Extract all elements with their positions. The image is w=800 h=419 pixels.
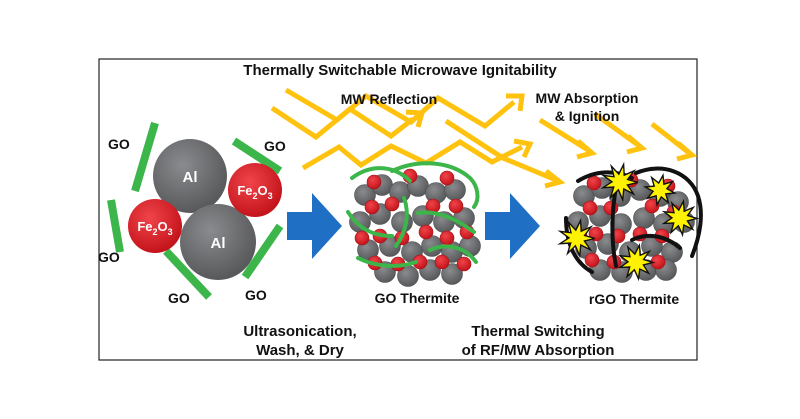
microwave-arrow-icon xyxy=(284,87,516,130)
go-thermite-label: GO Thermite xyxy=(375,290,460,306)
precursor-mixture: Al Al Fe2O3 Fe2O3 GO GO GO GO GO xyxy=(98,121,286,306)
go-sheet xyxy=(131,121,159,193)
step2-caption-line2: of RF/MW Absorption xyxy=(462,342,615,359)
al-particle xyxy=(391,211,413,233)
ignition-spark-icon xyxy=(600,161,639,203)
fe2o3-particle xyxy=(586,175,602,191)
fe2o3-particle xyxy=(354,230,370,246)
fe2o3-particle xyxy=(434,254,450,270)
figure-frame xyxy=(98,58,698,361)
fe2o3-particle xyxy=(644,198,660,214)
step1-caption-line1: Ultrasonication, xyxy=(243,323,356,340)
microwave-arrow-icon xyxy=(444,118,557,183)
go-sheet xyxy=(394,196,409,248)
go-sheet xyxy=(428,244,478,264)
fe2o3-particle xyxy=(418,224,434,240)
go-label: GO xyxy=(245,287,267,303)
ignition-spark-icon xyxy=(661,198,700,238)
go-sheet xyxy=(241,223,284,280)
fe2o3-particle xyxy=(582,200,598,216)
go-thermite-sheets xyxy=(346,161,480,268)
fe2o3-particle xyxy=(439,230,455,246)
mw-reflection-label: MW Reflection xyxy=(341,91,437,107)
go-sheet xyxy=(416,210,476,234)
ignition-sparks xyxy=(557,161,700,282)
go-sheet xyxy=(107,199,124,253)
ignition-spark-icon xyxy=(642,172,678,208)
go-label: GO xyxy=(168,290,190,306)
go-sheet xyxy=(346,210,394,238)
al-particle xyxy=(180,204,256,280)
rgo-thermite-label: rGO Thermite xyxy=(589,291,679,307)
fe2o3-particle xyxy=(364,199,380,215)
go-sheet xyxy=(390,161,480,209)
fe2o3-label: Fe2O3 xyxy=(137,219,172,237)
fe2o3-particle xyxy=(448,198,464,214)
mw-absorption-label: MW Absorption xyxy=(536,90,639,106)
fe2o3-particle xyxy=(439,170,455,186)
go-label: GO xyxy=(98,249,120,265)
rgo-sheet xyxy=(564,216,594,274)
go-label: GO xyxy=(108,136,130,152)
go-thermite-cluster xyxy=(349,168,481,287)
step2-caption-line1: Thermal Switching xyxy=(471,323,604,340)
process-arrow-icon xyxy=(287,193,342,259)
mw-ignition-label: & Ignition xyxy=(555,108,620,124)
go-sheet xyxy=(356,256,418,268)
go-label: GO xyxy=(264,138,286,154)
microwave-arrows xyxy=(270,87,698,189)
ignition-spark-icon xyxy=(617,242,656,282)
fe2o3-particle xyxy=(228,163,282,217)
al-particle xyxy=(153,139,227,213)
go-sheet xyxy=(163,248,212,300)
fe2o3-particle xyxy=(366,174,382,190)
step1-caption-line2: Wash, & Dry xyxy=(256,342,344,359)
al-label: Al xyxy=(211,235,226,252)
ignition-spark-icon xyxy=(557,217,596,259)
rgo-sheet xyxy=(634,166,703,258)
go-sheet xyxy=(231,137,283,175)
figure-title: Thermally Switchable Microwave Ignitabil… xyxy=(243,62,557,79)
go-sheet xyxy=(350,166,412,183)
al-label: Al xyxy=(183,169,198,186)
fe2o3-particle xyxy=(456,256,472,272)
fe2o3-particle xyxy=(584,252,600,268)
process-arrow-icon xyxy=(485,193,540,259)
fe2o3-particle xyxy=(384,196,400,212)
fe2o3-particle xyxy=(128,199,182,253)
al-particle xyxy=(441,263,463,285)
rgo-sheet xyxy=(630,233,682,250)
fe2o3-label: Fe2O3 xyxy=(237,183,272,201)
microwave-arrow-icon xyxy=(301,139,524,171)
